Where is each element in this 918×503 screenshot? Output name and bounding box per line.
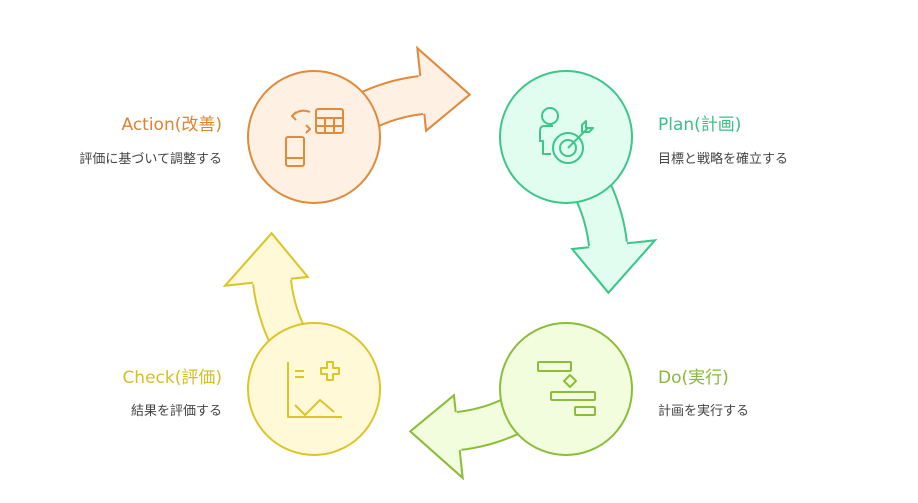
action-arrowhead: [417, 48, 470, 131]
chart-plus-icon: [287, 361, 342, 418]
check-title: Check(評価): [122, 368, 222, 388]
plan-arrowhead: [572, 240, 655, 293]
action-arrowhead-outline: [416, 45, 472, 133]
do-title: Do(実行): [658, 368, 729, 388]
swap-device-table-icon: [285, 108, 344, 167]
check-node: [247, 322, 381, 456]
check-arrowhead: [225, 233, 308, 286]
plan-node: [499, 70, 633, 204]
person-target-icon: [539, 107, 594, 164]
plan-title: Plan(計画): [658, 115, 742, 135]
gantt-chart-icon: [537, 361, 596, 416]
action-title: Action(改善): [121, 115, 222, 135]
plan-description: 目標と戦略を確立する: [658, 152, 789, 167]
plan-arrowhead-outline: [570, 239, 658, 295]
check-circle: [247, 322, 381, 456]
check-description: 結果を評価する: [130, 404, 222, 419]
do-description: 計画を実行する: [658, 404, 750, 419]
do-arrowhead-outline: [408, 393, 464, 481]
do-arrowhead: [410, 395, 463, 478]
action-circle: [247, 70, 381, 204]
action-description: 評価に基づいて調整する: [79, 152, 222, 167]
plan-circle: [499, 70, 633, 204]
action-node: [247, 70, 381, 204]
check-arrowhead-outline: [222, 231, 310, 287]
do-circle: [499, 322, 633, 456]
do-node: [499, 322, 633, 456]
